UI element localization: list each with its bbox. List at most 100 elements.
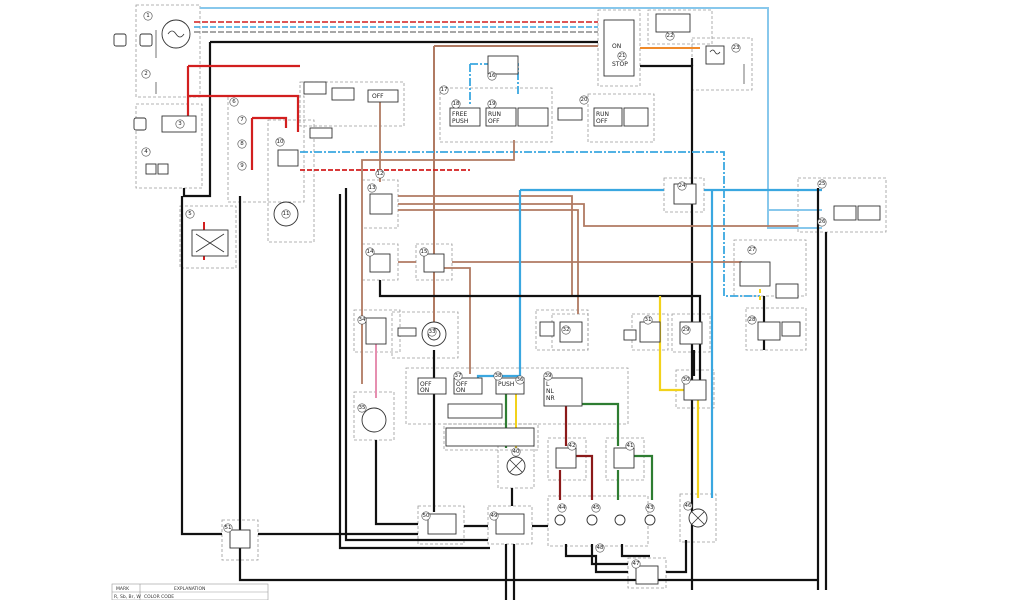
unit-symbol: [555, 447, 577, 469]
connector-symbol: [781, 321, 801, 337]
callout-circle: [367, 183, 377, 193]
switch-symbol: [603, 19, 635, 77]
callout-circle: [185, 209, 195, 219]
callout-number-47: 47: [633, 561, 640, 567]
lamp-symbol: [554, 514, 566, 526]
callout-circle: [817, 217, 827, 227]
callout-circle: [357, 403, 367, 413]
switch-symbol: [367, 89, 399, 103]
callout-circle: [677, 181, 687, 191]
callout-number-22: 22: [667, 33, 674, 39]
connector-symbol: [539, 321, 555, 337]
label-push-2: PUSH: [498, 381, 514, 388]
callout-circle: [365, 247, 375, 257]
unit-symbol: [683, 379, 707, 401]
callout-number-31: 31: [645, 317, 652, 323]
legend-table: MARK EXPLANATION R, Sb, Br, W COLOR CODE: [111, 583, 269, 600]
legend-row-explanation: COLOR CODE: [144, 594, 174, 600]
switch-symbol: [485, 107, 517, 127]
callout-number-19: 19: [489, 101, 496, 107]
connector-symbol: [445, 427, 535, 447]
callout-circle: [141, 147, 151, 157]
label-stop: STOP: [612, 61, 628, 68]
callout-circle: [579, 95, 589, 105]
switch-labels: FREE PUSH RUN OFF RUN OFF OFF STOP ON OF…: [372, 43, 628, 402]
label-push: PUSH: [452, 118, 468, 125]
label-nl: NL: [546, 388, 554, 395]
callout-circle: [511, 447, 521, 457]
callout-number-34: 34: [359, 317, 366, 323]
callout-number-26: 26: [819, 219, 826, 225]
components: [113, 13, 881, 585]
callout-number-7: 7: [240, 117, 244, 123]
callout-circle: [625, 441, 635, 451]
label-on-2: ON: [420, 387, 429, 394]
legend-explanation-header: EXPLANATION: [174, 586, 205, 592]
callout-circle: [427, 327, 437, 337]
callout-number-44: 44: [559, 505, 566, 511]
callout-number-46: 46: [685, 503, 692, 509]
connector-symbol: [775, 283, 799, 299]
callout-circle: [419, 247, 429, 257]
connector-symbol: [857, 205, 881, 221]
label-run: RUN: [488, 111, 501, 118]
callout-number-50: 50: [423, 513, 430, 519]
label-l: L: [546, 381, 550, 388]
callout-number-30: 30: [683, 377, 690, 383]
callout-circle: [489, 511, 499, 521]
callout-number-33: 33: [429, 329, 436, 335]
callout-circle: [275, 137, 285, 147]
switch-symbol: [449, 107, 481, 127]
callout-circle: [451, 99, 461, 109]
callout-circle: [237, 115, 247, 125]
switch-symbol: [639, 321, 661, 343]
relay-symbol: [705, 45, 725, 65]
callout-number-13: 13: [369, 185, 376, 191]
connector-symbol: [517, 107, 549, 127]
connector-symbol: [309, 127, 333, 139]
callout-number-24: 24: [679, 183, 686, 189]
callout-number-27: 27: [749, 247, 756, 253]
label-off: OFF: [488, 118, 500, 125]
callout-circle: [223, 523, 233, 533]
switch-symbol: [417, 377, 447, 395]
callout-number-15: 15: [421, 249, 428, 255]
label-nr: NR: [546, 395, 555, 402]
legend-row-mark: R, Sb, Br, W: [114, 594, 141, 600]
relay-symbol: [277, 149, 299, 167]
connector-symbol: [447, 403, 503, 419]
unit-symbol: [229, 529, 251, 549]
connector-symbol: [139, 33, 153, 47]
callout-circle: [357, 315, 367, 325]
callout-number-17: 17: [441, 87, 448, 93]
callout-circle: [281, 209, 291, 219]
callout-number-43: 43: [647, 505, 654, 511]
callout-number-48: 48: [597, 545, 604, 551]
connector-symbol: [833, 205, 857, 221]
callout-circle: [143, 11, 153, 21]
switch-symbol: [543, 377, 583, 407]
callout-number-11: 11: [283, 211, 290, 217]
switch-symbol: [365, 317, 387, 345]
connector-symbol: [623, 329, 637, 341]
lamp-symbol: [361, 407, 387, 433]
callout-circle: [375, 169, 385, 179]
lamp-symbol: [586, 514, 598, 526]
callout-number-16: 16: [489, 73, 496, 79]
label-off-5: OFF: [456, 381, 468, 388]
label-off-4: OFF: [420, 381, 432, 388]
callout-circle: [681, 375, 691, 385]
unit-symbol: [495, 513, 525, 535]
unit-symbol: [369, 193, 393, 215]
connector-symbol: [133, 117, 147, 131]
connector-symbol: [397, 327, 417, 337]
callout-circle: [681, 325, 691, 335]
callout-number-5: 5: [188, 211, 192, 217]
callout-number-51: 51: [225, 525, 232, 531]
callout-number-6: 6: [232, 99, 236, 105]
connector-symbol: [113, 33, 127, 47]
callout-circle: [141, 69, 151, 79]
sensor-symbol: [487, 55, 519, 75]
callout-number-42: 42: [569, 443, 576, 449]
callout-number-36: 36: [517, 377, 524, 383]
